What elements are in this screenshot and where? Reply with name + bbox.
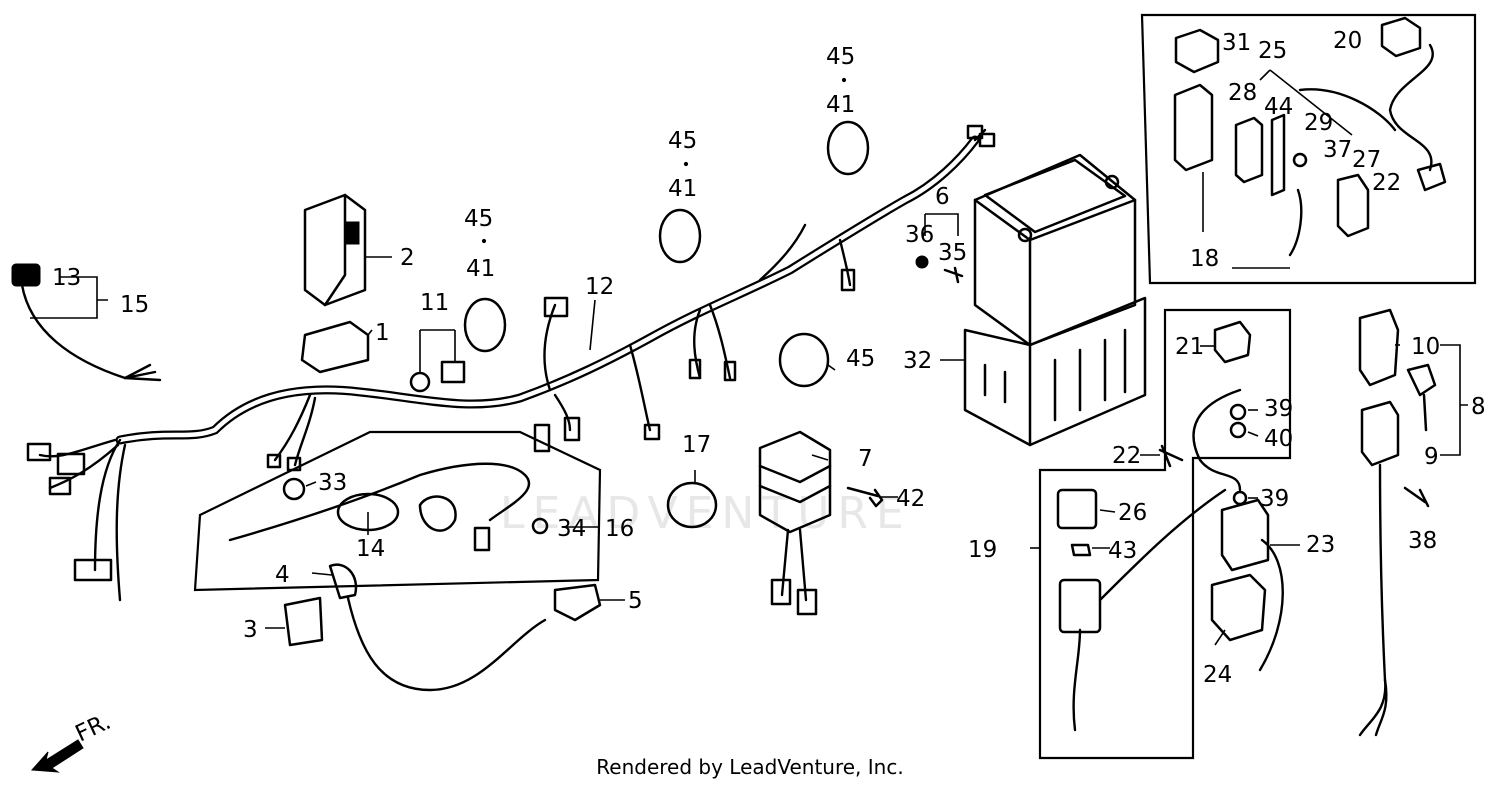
callout-39a: 39 — [1264, 396, 1293, 422]
cdi-unit-part-2 — [303, 193, 367, 307]
callout-15: 15 — [120, 292, 149, 318]
right-side-parts — [1358, 308, 1437, 737]
callout-16: 16 — [605, 516, 634, 542]
regulator-rectifier-part-7 — [758, 430, 832, 616]
part-11 — [409, 360, 466, 393]
callout-17: 17 — [682, 432, 711, 458]
leader-lines — [30, 69, 1468, 646]
callout-10: 10 — [1411, 334, 1440, 360]
nut-part-36 — [915, 255, 929, 269]
callout-14: 14 — [356, 536, 385, 562]
callout-38: 38 — [1408, 528, 1437, 554]
callout-numbers: 1 2 3 4 5 6 7 8 9 10 11 12 13 14 15 16 1… — [52, 28, 1486, 688]
callout-22b: 22 — [1112, 443, 1141, 469]
callout-27: 27 — [1352, 147, 1381, 173]
callout-3: 3 — [243, 617, 258, 643]
callout-11: 11 — [420, 290, 449, 316]
callout-18: 18 — [1190, 246, 1219, 272]
mount-part-1 — [300, 320, 370, 374]
callout-20: 20 — [1333, 28, 1362, 54]
callout-1: 1 — [375, 320, 390, 346]
callout-42: 42 — [896, 486, 925, 512]
callout-8: 8 — [1471, 394, 1486, 420]
callout-22a: 22 — [1372, 170, 1401, 196]
callout-28: 28 — [1228, 80, 1257, 106]
callout-5: 5 — [628, 588, 643, 614]
callout-43: 43 — [1108, 538, 1137, 564]
callout-2: 2 — [400, 245, 415, 271]
callout-21: 21 — [1175, 334, 1204, 360]
callout-44: 44 — [1264, 94, 1293, 120]
frame-starter-switch-group — [1140, 13, 1477, 285]
callout-19: 19 — [968, 537, 997, 563]
callout-35: 35 — [938, 240, 967, 266]
callout-32: 32 — [903, 348, 932, 374]
callout-36: 36 — [905, 222, 934, 248]
callout-26: 26 — [1118, 500, 1147, 526]
frame-starter-relay-group — [1038, 308, 1292, 760]
bolt-part-35 — [943, 266, 964, 284]
callout-33: 33 — [318, 470, 347, 496]
frame-harness-sub-group — [193, 430, 602, 592]
battery-box-part-32 — [963, 296, 1147, 447]
callout-29: 29 — [1304, 110, 1333, 136]
callout-6: 6 — [935, 184, 950, 210]
callout-37: 37 — [1323, 137, 1352, 163]
callout-41b: 41 — [668, 176, 697, 202]
callout-24: 24 — [1203, 662, 1232, 688]
lower-parts-3-4-5 — [283, 563, 602, 692]
switch-pigtail-part-13 — [11, 263, 162, 382]
callout-45b: 45 — [668, 128, 697, 154]
starter-switch-group-part-18 — [1173, 16, 1447, 257]
callout-25: 25 — [1258, 38, 1287, 64]
callout-12: 12 — [585, 274, 614, 300]
main-wire-harness — [26, 124, 996, 602]
callout-23: 23 — [1306, 532, 1335, 558]
callout-9: 9 — [1424, 444, 1439, 470]
callout-45c: 45 — [826, 44, 855, 70]
starter-relay-group-part-19 — [1056, 320, 1284, 732]
callout-4: 4 — [275, 562, 290, 588]
callout-7: 7 — [858, 446, 873, 472]
callout-45a: 45 — [464, 206, 493, 232]
footer-credit: Rendered by LeadVenture, Inc. — [596, 755, 904, 779]
callout-31: 31 — [1222, 30, 1251, 56]
battery-part-6 — [973, 153, 1137, 347]
callout-39b: 39 — [1260, 486, 1289, 512]
callout-13: 13 — [52, 265, 81, 291]
callout-41c: 41 — [826, 92, 855, 118]
callout-41a: 41 — [466, 256, 495, 282]
bolt-part-42 — [846, 486, 884, 508]
callout-34: 34 — [557, 516, 586, 542]
callout-40: 40 — [1264, 426, 1293, 452]
clamp-bands — [463, 120, 870, 529]
callout-45d: 45 — [846, 346, 875, 372]
watermark: LEADVENTURE — [500, 488, 912, 539]
